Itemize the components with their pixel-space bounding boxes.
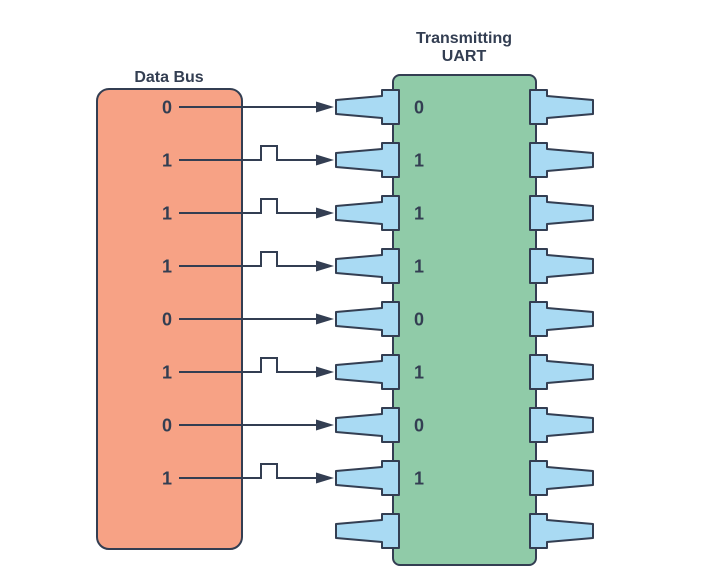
uart-pin-left [335,354,400,390]
signal-wire-pulse [179,145,318,161]
uart-title-line1: Transmitting [416,30,512,47]
uart-pin-bit-label: 1 [414,204,424,224]
uart-pin-bit-label: 0 [414,416,424,436]
uart-pin-left [335,142,400,178]
bus-bit-label: 0 [162,310,172,330]
uart-pin-right [529,195,594,231]
signal-wire-pulse [179,198,318,214]
bus-bit-label: 0 [162,98,172,118]
uart-pin-right [529,407,594,443]
uart-pin-bit-label: 1 [414,363,424,383]
uart-pin-right [529,301,594,337]
uart-pin-left [335,195,400,231]
uart-pin-bit-label: 1 [414,469,424,489]
uart-pin-left [335,513,400,549]
uart-pin-right [529,513,594,549]
uart-pin-left [335,407,400,443]
bus-bit-label: 1 [162,151,172,171]
arrowhead-icon [316,419,334,431]
uart-pin-bit-label: 0 [414,310,424,330]
bus-bit-label: 1 [162,363,172,383]
arrowhead-icon [316,154,334,166]
uart-pin-right [529,354,594,390]
signal-wire-pulse [179,251,318,267]
arrowhead-icon [316,313,334,325]
uart-pin-right [529,89,594,125]
bus-bit-label: 1 [162,204,172,224]
uart-title-line2: UART [442,48,487,65]
arrowhead-icon [316,472,334,484]
arrowhead-icon [316,366,334,378]
signal-wire-pulse [179,357,318,373]
uart-chip-body [393,75,536,565]
uart-pin-right [529,248,594,284]
arrowhead-icon [316,207,334,219]
uart-pin-right [529,142,594,178]
uart-pin-left [335,301,400,337]
signal-wire-pulse [179,463,318,479]
uart-pin-left [335,248,400,284]
bus-bit-label: 1 [162,469,172,489]
bus-bit-label: 0 [162,416,172,436]
bus-bit-label: 1 [162,257,172,277]
uart-pin-right [529,460,594,496]
data-bus-box [97,89,242,549]
arrowhead-icon [316,101,334,113]
data-bus-label: Data Bus [134,69,203,86]
uart-pin-bit-label: 1 [414,257,424,277]
uart-pin-left [335,460,400,496]
uart-pin-bit-label: 1 [414,151,424,171]
uart-pin-left [335,89,400,125]
uart-pin-bit-label: 0 [414,98,424,118]
arrowhead-icon [316,260,334,272]
signal-rows-layer: 0 0 1 1 1 1 1 1 0 0 1 1 0 0 1 1 [162,89,594,549]
